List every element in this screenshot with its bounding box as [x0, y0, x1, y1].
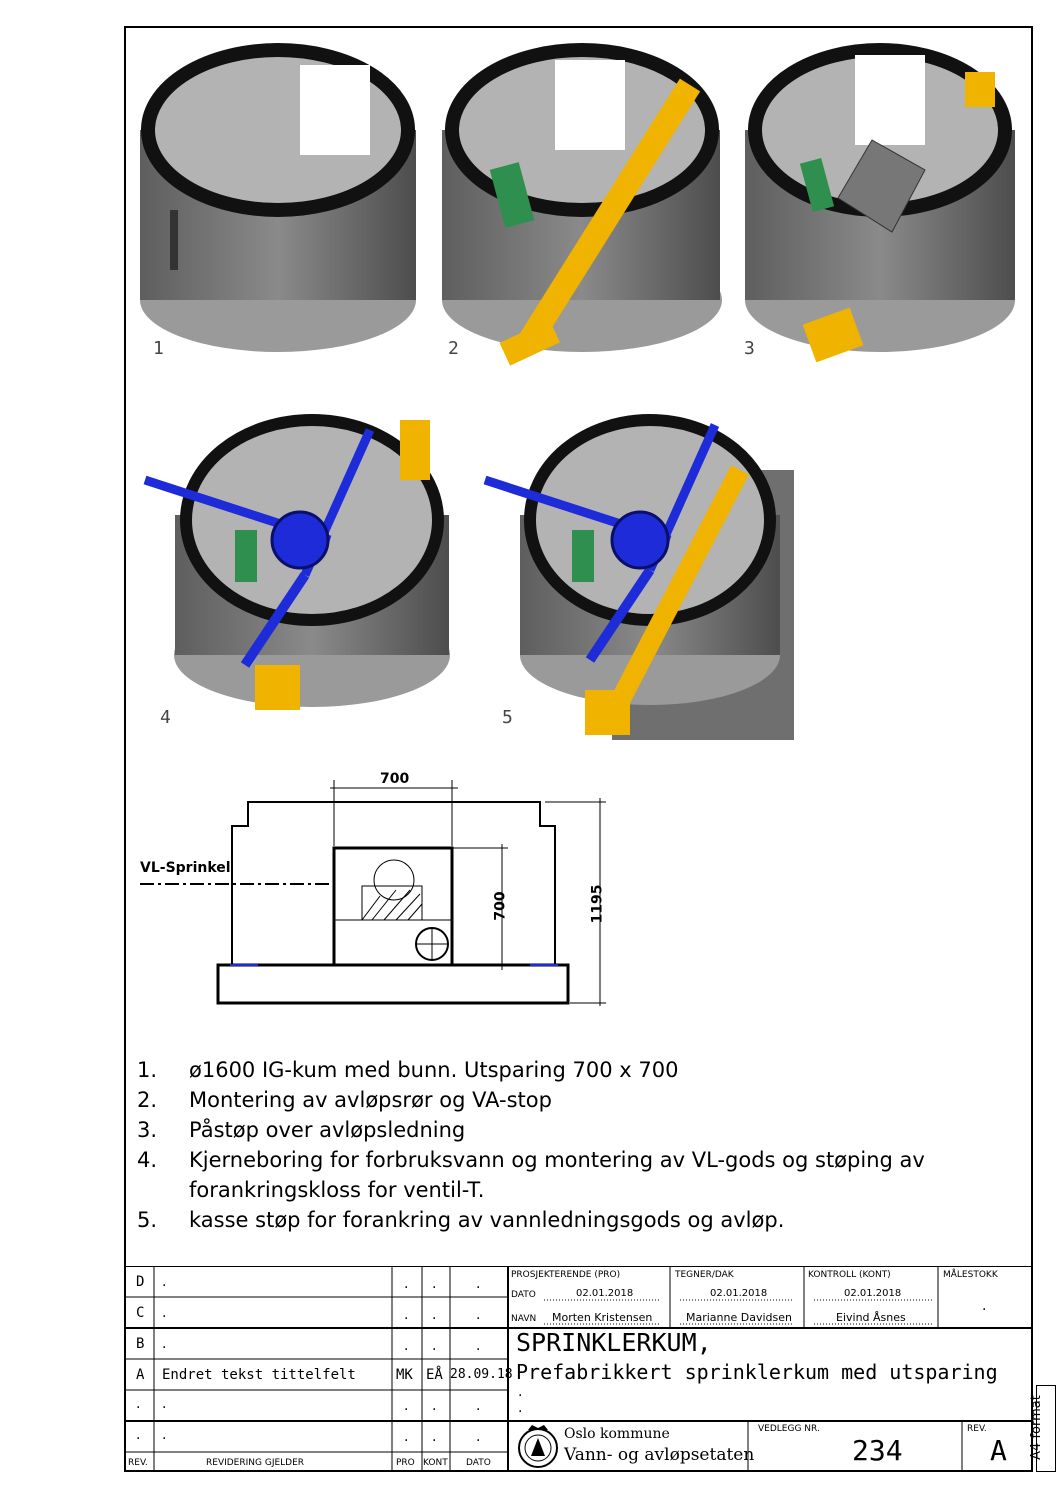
rev-dato: .: [476, 1307, 481, 1323]
pipe-label: VL-Sprinkel: [140, 860, 231, 876]
rev-pro: MK: [396, 1367, 413, 1383]
dim-height-label: 1195: [589, 884, 606, 924]
pro-dato: 02.01.2018: [576, 1288, 634, 1299]
rev-pro: .: [404, 1338, 409, 1354]
rev-letter: .: [136, 1396, 141, 1412]
list-item: 2.Montering av avløpsrør og VA-stop: [137, 1088, 552, 1112]
rev-text: .: [162, 1336, 167, 1352]
rev-text: Endret tekst tittelfelt: [162, 1367, 356, 1383]
dato-header: DATO: [466, 1458, 491, 1468]
dim-width-label: 700: [380, 771, 410, 787]
list-item: 1.ø1600 IG-kum med bunn. Utsparing 700 x…: [137, 1058, 679, 1082]
dato-label: DATO: [511, 1290, 536, 1300]
rev-dato: .: [476, 1276, 481, 1292]
rev-text: .: [162, 1396, 167, 1412]
rev-kont: .: [432, 1398, 437, 1414]
rev-box-value: A: [990, 1434, 1007, 1467]
view-1: [140, 43, 416, 352]
kontroll-dato: 02.01.2018: [844, 1288, 902, 1299]
view-number: 3: [744, 338, 755, 359]
title-block: D . . . . C . . . . B . . . . A Endret t…: [124, 1266, 1033, 1472]
rev-kont: .: [432, 1429, 437, 1445]
list-item: 5.kasse støp for forankring av vannledni…: [137, 1208, 785, 1232]
drawing-subtitle: Prefabrikkert sprinklerkum med utsparing: [516, 1360, 998, 1384]
rev-text-header: REVIDERING GJELDER: [206, 1458, 305, 1468]
pro-navn: Morten Kristensen: [552, 1311, 653, 1324]
rev-box-label: REV.: [967, 1424, 987, 1434]
rev-text: .: [162, 1305, 167, 1321]
rev-kont: .: [432, 1276, 437, 1292]
rev-kont: .: [432, 1307, 437, 1323]
drawing-title: SPRINKLERKUM,: [516, 1328, 712, 1357]
rev-dato: .: [476, 1338, 481, 1354]
rev-pro: .: [404, 1307, 409, 1323]
oslo-seal-icon: [518, 1425, 558, 1468]
view-number: 4: [160, 707, 171, 728]
list-item: 4.Kjerneboring for forbruksvann og monte…: [137, 1148, 925, 1202]
list-item: 3.Påstøp over avløpsledning: [137, 1118, 466, 1142]
view-2: [442, 43, 722, 366]
notes-list: 1.ø1600 IG-kum med bunn. Utsparing 700 x…: [137, 1055, 969, 1235]
rev-letter: B: [136, 1336, 145, 1352]
kontroll-navn: Eivind Åsnes: [836, 1311, 906, 1324]
rev-letter: .: [136, 1427, 141, 1443]
format-label: A4 format: [1029, 1385, 1056, 1472]
rev-kont: EÅ: [426, 1367, 443, 1383]
rev-pro: .: [404, 1276, 409, 1292]
view-5: [483, 414, 794, 740]
navn-label: NAVN: [511, 1314, 537, 1324]
pro-header: PRO: [396, 1458, 415, 1468]
malestokk-value: .: [982, 1298, 987, 1314]
rev-letter: C: [136, 1305, 145, 1321]
rev-pro: .: [404, 1429, 409, 1445]
rev-letter: D: [136, 1274, 145, 1290]
rev-dato: 28.09.18: [450, 1367, 513, 1382]
rev-kont: .: [432, 1338, 437, 1354]
view-number: 2: [448, 338, 459, 359]
view-number: 1: [153, 338, 164, 359]
vedlegg-label: VEDLEGG NR.: [758, 1424, 820, 1434]
drawing-title-line4: .: [518, 1400, 523, 1416]
pro-role-header: PROSJEKTERENDE (PRO): [511, 1270, 621, 1280]
malestokk-header: MÅLESTOKK: [943, 1270, 998, 1280]
rev-text: .: [162, 1274, 167, 1290]
view-4: [143, 414, 450, 710]
tegner-navn: Marianne Davidsen: [686, 1311, 792, 1324]
view-3: [745, 43, 1015, 363]
rev-text: .: [162, 1427, 167, 1443]
org-line1: Oslo kommune: [564, 1426, 670, 1442]
rev-dato: .: [476, 1429, 481, 1445]
tegner-role-header: TEGNER/DAK: [675, 1270, 734, 1280]
section-drawing: [140, 780, 606, 1006]
rev-letter: A: [136, 1367, 145, 1383]
tegner-dato: 02.01.2018: [710, 1288, 768, 1299]
dim-opening-label: 700: [492, 891, 509, 921]
drawing-title-line3: .: [518, 1384, 523, 1400]
rev-header: REV.: [128, 1458, 148, 1468]
kontroll-role-header: KONTROLL (KONT): [808, 1270, 891, 1280]
vedlegg-number: 234: [852, 1434, 903, 1467]
assembly-views: [140, 43, 1015, 740]
title-block-grid: [124, 1266, 1033, 1472]
kont-header: KONT: [423, 1458, 448, 1468]
rev-dato: .: [476, 1398, 481, 1414]
org-line2: Vann- og avløpsetaten: [564, 1445, 755, 1465]
rev-pro: .: [404, 1398, 409, 1414]
view-number: 5: [502, 707, 513, 728]
